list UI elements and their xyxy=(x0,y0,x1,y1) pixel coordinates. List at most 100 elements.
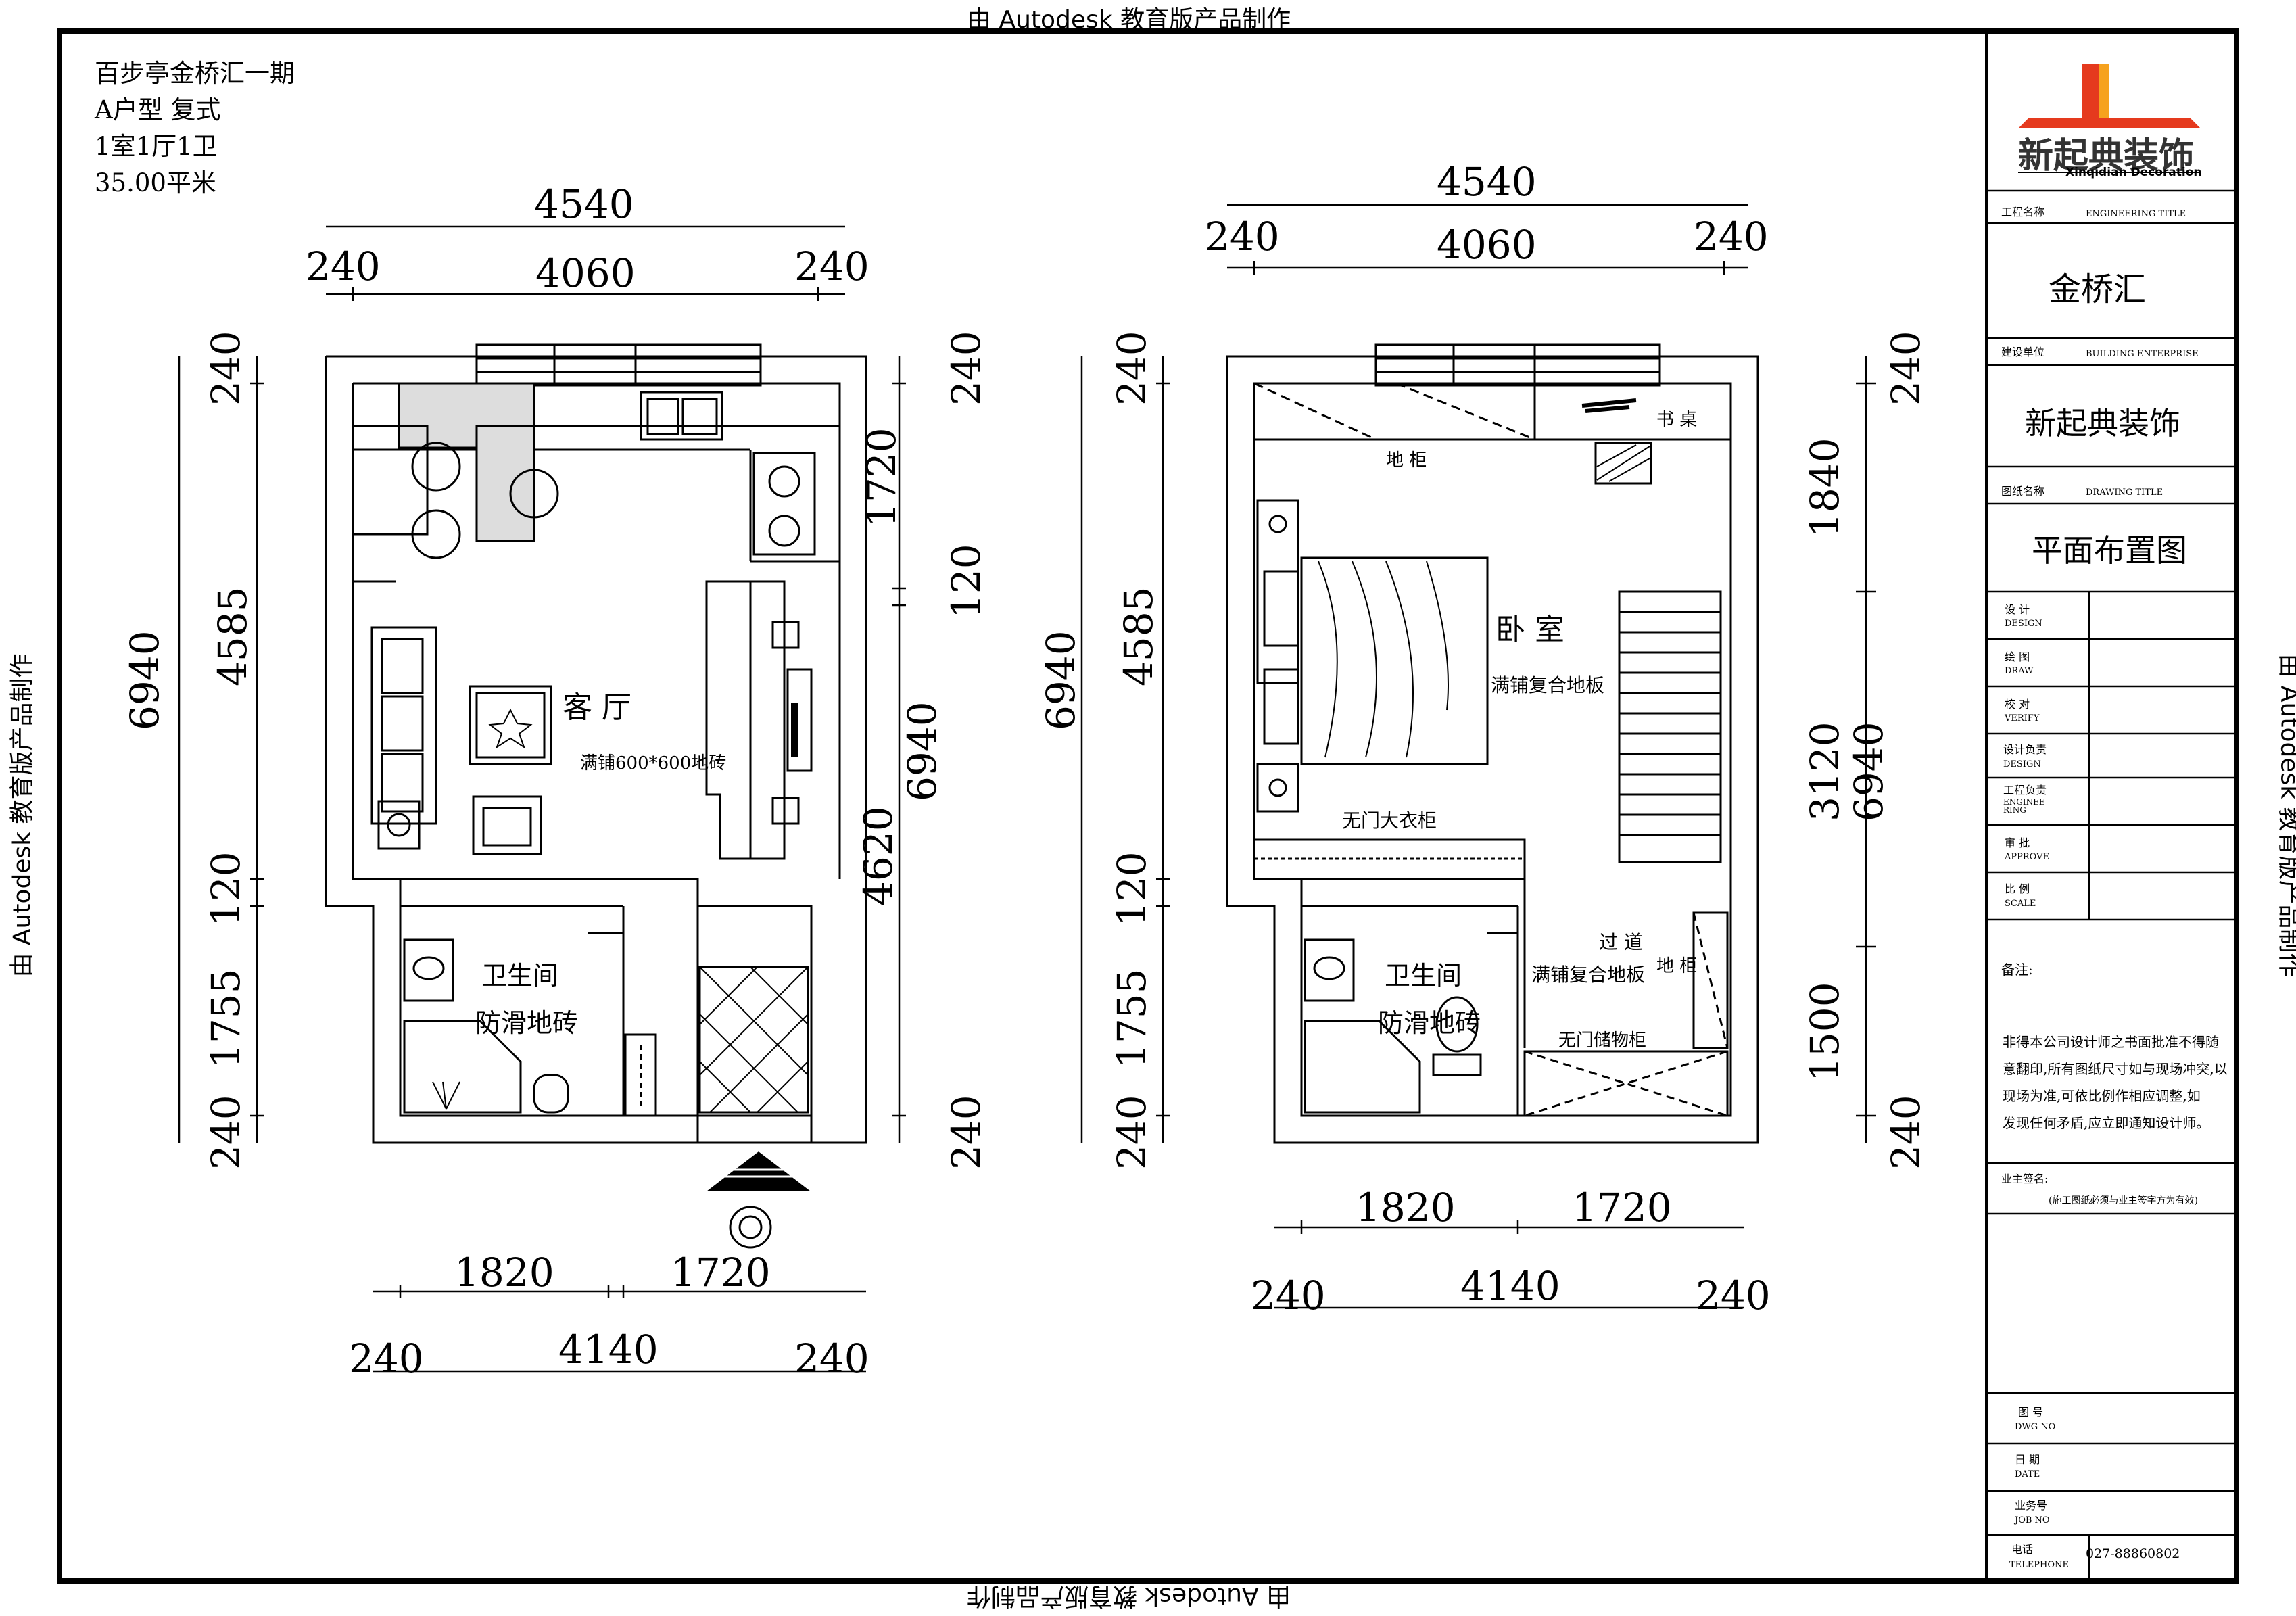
row-verify-en: VERIFY xyxy=(2005,713,2040,723)
project-name: 百步亭金桥汇一期 xyxy=(95,59,295,88)
f2-dim-top-left: 240 xyxy=(1205,214,1280,260)
f2-dim-right-a: 240 xyxy=(1883,331,1929,406)
f1-dim-top-right: 240 xyxy=(794,243,869,289)
row-design-en: DESIGN xyxy=(2005,619,2042,629)
f2-corridor-floor: 满铺复合地板 xyxy=(1531,964,1646,986)
floor2-plan xyxy=(1226,343,1759,1144)
f2-cabinet-side-label: 地 柜 xyxy=(1656,956,1698,976)
f1-bath-floor: 防滑地砖 xyxy=(475,1008,579,1038)
company-logo xyxy=(2018,64,2201,173)
f1-dim-top-total: 4540 xyxy=(534,181,634,227)
f1-dim-right-c: 120 xyxy=(943,544,989,619)
drawing-no-en: DWG NO xyxy=(2015,1422,2056,1432)
f1-dim-left-total: 6940 xyxy=(122,630,168,730)
row-engineering-en: ENGINEE RING xyxy=(2003,797,2045,815)
drawing-cn: 图纸名称 xyxy=(2001,485,2045,498)
f1-dim-left-c: 120 xyxy=(203,851,249,926)
row-scale-cn: 比 例 xyxy=(2005,882,2030,895)
f2-dim-left-d: 1755 xyxy=(1109,968,1155,1068)
f2-dim-right-d: 1500 xyxy=(1802,982,1848,1082)
drawing-value: 平面布置图 xyxy=(2032,532,2187,569)
drawing-no-cn: 图 号 xyxy=(2018,1406,2044,1419)
f2-corridor-label: 过 道 xyxy=(1599,931,1643,953)
owner-sign: 业主签名: xyxy=(2001,1172,2049,1185)
f1-dim-top-left: 240 xyxy=(306,243,381,289)
project-rooms: 1室1厅1卫 xyxy=(95,132,218,161)
f1-dim-left-e: 240 xyxy=(203,1095,249,1170)
f2-bedroom-floor: 满铺复合地板 xyxy=(1491,674,1605,696)
f2-dim-top-mid: 4060 xyxy=(1437,222,1537,268)
f2-dim-top-right: 240 xyxy=(1694,214,1769,260)
project-type: A户型 复式 xyxy=(95,95,221,124)
building-cn: 建设单位 xyxy=(2001,346,2045,358)
job-en: JOB NO xyxy=(2015,1515,2050,1525)
f2-bedroom-label: 卧 室 xyxy=(1496,613,1564,647)
f1-dim-right-a: 240 xyxy=(943,331,989,406)
f1-dim-bottom-mid: 4140 xyxy=(558,1327,659,1373)
project-area: 35.00平米 xyxy=(95,168,216,197)
remarks-line-4: 发现任何矛盾,应立即通知设计师。 xyxy=(2003,1115,2210,1131)
f2-dim-left-e: 240 xyxy=(1109,1095,1155,1170)
f1-dim-bottom-seg1: 1820 xyxy=(454,1250,554,1296)
remarks-line-2: 意翻印,所有图纸尺寸如与现场冲突,以 xyxy=(2003,1061,2228,1077)
f1-dim-right-d: 4620 xyxy=(855,806,901,906)
f1-dim-left-d: 1755 xyxy=(203,968,249,1068)
tel-en: TELEPHONE xyxy=(2009,1560,2069,1570)
remarks-title: 备注: xyxy=(2001,961,2033,978)
f1-dim-right-total: 6940 xyxy=(899,701,945,801)
f2-dim-bottom-right: 240 xyxy=(1696,1273,1771,1318)
engineering-value: 金桥汇 xyxy=(2049,270,2147,308)
project-info: 百步亭金桥汇一期 A户型 复式 1室1厅1卫 35.00平米 xyxy=(95,55,295,201)
building-en: BUILDING ENTERPRISE xyxy=(2086,349,2199,359)
f2-dim-right-e: 240 xyxy=(1883,1095,1929,1170)
f2-wardrobe-label: 无门大衣柜 xyxy=(1342,809,1437,832)
f2-base-cabinet-label: 地 柜 xyxy=(1386,450,1427,471)
f2-dim-left-total: 6940 xyxy=(1038,630,1084,730)
f1-dim-left-b: 4585 xyxy=(210,586,256,686)
row-draw-cn: 绘 图 xyxy=(2005,650,2030,663)
f2-dim-right-c: 3120 xyxy=(1802,721,1848,822)
f1-dim-top-mid: 4060 xyxy=(535,250,636,296)
logo-text-cn: 新起典装饰 xyxy=(2018,136,2195,176)
floor1-plan xyxy=(325,343,867,1249)
remarks-line-1: 非得本公司设计师之书面批准不得随 xyxy=(2003,1034,2219,1050)
tel-value: 027-88860802 xyxy=(2086,1546,2180,1561)
f2-dim-left-b: 4585 xyxy=(1116,586,1162,686)
f2-bath-label: 卫生间 xyxy=(1385,961,1462,991)
f1-dim-bottom-right: 240 xyxy=(794,1335,869,1381)
f2-dim-bottom-seg1: 1820 xyxy=(1356,1185,1456,1231)
date-cn: 日 期 xyxy=(2015,1453,2040,1466)
f1-dim-right-b: 1720 xyxy=(859,427,905,527)
building-value: 新起典装饰 xyxy=(2025,405,2180,442)
floor1-dimension-lines xyxy=(178,225,906,1373)
title-block-grid xyxy=(1986,189,2237,1581)
f2-dim-top-total: 4540 xyxy=(1437,159,1537,205)
engineering-title-cn: 工程名称 xyxy=(2001,206,2045,218)
f2-bath-floor: 防滑地砖 xyxy=(1378,1008,1481,1038)
row-design-lead-cn: 设计负责 xyxy=(2003,743,2047,756)
f2-dim-bottom-mid: 4140 xyxy=(1460,1263,1560,1309)
sheet-border xyxy=(57,28,2239,1584)
remarks-line-3: 现场为准,可依比例作相应调整,如 xyxy=(2003,1088,2201,1104)
f1-dim-bottom-seg2: 1720 xyxy=(671,1250,771,1296)
row-approve-en: APPROVE xyxy=(2005,852,2049,862)
f2-dim-right-b: 1840 xyxy=(1802,437,1848,538)
job-cn: 业务号 xyxy=(2015,1499,2048,1512)
f1-living-floor: 满铺600*600地砖 xyxy=(580,753,727,774)
f1-dim-right-e: 240 xyxy=(943,1095,989,1170)
row-design-lead-en: DESIGN xyxy=(2003,759,2041,769)
f1-dim-left-a: 240 xyxy=(203,331,249,406)
row-engineering-cn: 工程负责 xyxy=(2003,784,2047,797)
f2-dim-bottom-seg2: 1720 xyxy=(1572,1185,1672,1231)
f2-storage-label: 无门储物柜 xyxy=(1558,1030,1647,1051)
tel-cn: 电话 xyxy=(2011,1543,2034,1556)
date-en: DATE xyxy=(2015,1469,2040,1479)
floor2-dimension-lines xyxy=(1080,204,1876,1309)
f1-dim-bottom-left: 240 xyxy=(349,1335,424,1381)
f1-bath-label: 卫生间 xyxy=(481,961,559,991)
f2-dim-left-c: 120 xyxy=(1109,851,1155,926)
row-approve-cn: 审 批 xyxy=(2005,836,2030,849)
drawing-en: DRAWING TITLE xyxy=(2086,488,2163,498)
f2-dim-bottom-left: 240 xyxy=(1251,1273,1326,1318)
